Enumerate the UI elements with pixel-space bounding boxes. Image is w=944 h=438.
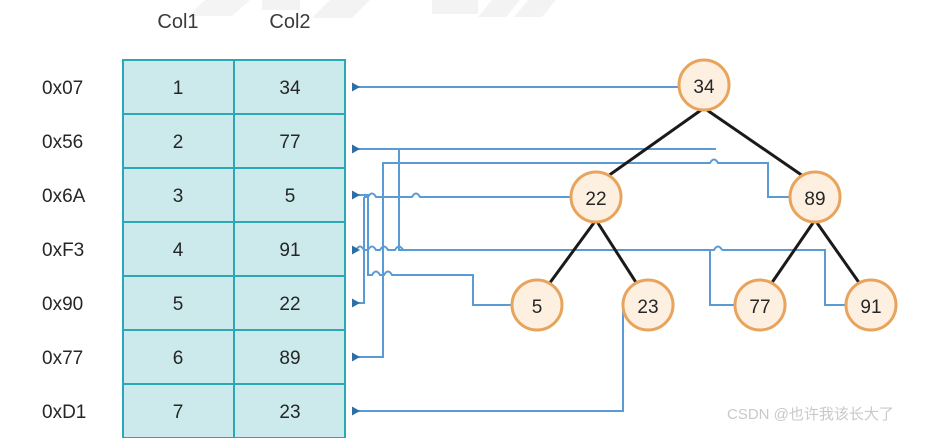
cell-value-col2: 23 [279,402,300,423]
cell-value-col1: 6 [173,348,184,369]
node-label: 23 [637,297,658,318]
cell-value-col1: 2 [173,132,184,153]
tree-edge-22-5 [547,219,598,285]
pointer-line-22-to-row-0x90[interactable] [352,197,365,308]
cell-value-col2: 91 [279,240,300,261]
table-row[interactable]: 0xD1 7 23 [42,383,346,438]
table-row[interactable]: 0x90 5 22 [42,275,346,331]
table-cell-col1[interactable] [122,329,235,385]
node-circle[interactable] [510,278,564,332]
cell-value-col1: 3 [173,186,184,207]
table-cell-col1[interactable] [122,383,235,438]
cell-value-col1: 5 [173,294,184,315]
node-label: 89 [804,189,825,210]
table-cell-col2[interactable] [233,221,346,277]
row-address-label: 0x07 [42,78,83,99]
tree-edge-34-22 [607,106,705,178]
tree-node-23[interactable]: 23 [621,278,675,332]
tree-node-77[interactable]: 77 [733,278,787,332]
cell-value-col2: 77 [279,132,300,153]
table-cell-col2[interactable] [233,383,346,438]
csdn-watermark: CSDN @也许我该长大了 [727,406,894,423]
node-label: 91 [860,297,881,318]
tree-node-22[interactable]: 22 [569,170,623,224]
cell-value-col2: 89 [279,348,300,369]
cell-value-col2: 22 [279,294,300,315]
tree-node-89[interactable]: 89 [788,170,842,224]
pointer-line-91-to-row-0xF3[interactable] [352,245,723,255]
tree-edges [547,106,862,285]
table-row[interactable]: 0x07 1 34 [42,59,346,115]
row-address-label: 0xD1 [42,402,86,423]
table-row[interactable]: 0x6A 3 5 [42,167,346,223]
top-watermark-shapes [188,0,556,18]
cell-value-col1: 1 [173,78,184,99]
row-address-label: 0x77 [42,348,83,369]
node-label: 34 [693,77,715,98]
table-cell-col2[interactable] [233,275,346,331]
row-address-label: 0x6A [42,186,86,207]
node-circle[interactable] [677,58,731,112]
table-cell-col1[interactable] [122,113,235,169]
tree-node-5[interactable]: 5 [510,278,564,332]
table-body: 0x07 1 34 0x56 2 77 0x6A 3 5 [42,59,346,438]
node-circle[interactable] [844,278,898,332]
pointer-line-89-to-row-0x77[interactable] [352,158,719,362]
pointer-line-23-to-row-0xD1[interactable] [352,305,624,416]
tree-node-91[interactable]: 91 [844,278,898,332]
cell-value-col2: 5 [285,186,296,207]
tree-node-34[interactable]: 34 [677,58,731,112]
cell-value-col2: 34 [279,78,301,99]
cell-value-col1: 4 [173,240,184,261]
table-cell-col2[interactable] [233,167,346,223]
row-address-label: 0x56 [42,132,83,153]
tree-nodes: 34 22 89 5 23 77 91 [510,58,898,332]
pointer-line-89-segment-a[interactable] [719,162,790,198]
node-circle[interactable] [569,170,623,224]
row-address-label: 0x90 [42,294,83,315]
index-table: Col1 Col2 0x07 1 34 0x56 2 77 [42,11,346,438]
column-header-col2: Col2 [269,11,310,33]
table-cell-col2[interactable] [233,113,346,169]
tree-edge-22-23 [594,219,639,285]
cell-value-col1: 7 [173,402,184,423]
table-cell-col1[interactable] [122,275,235,331]
table-row[interactable]: 0x56 2 77 [42,113,346,169]
tree-edge-89-77 [769,219,817,285]
pointer-line-91-segment-a[interactable] [722,249,846,306]
node-circle[interactable] [733,278,787,332]
row-address-label: 0xF3 [42,240,84,261]
pointer-lines [352,82,846,416]
tree-edge-34-89 [703,106,804,178]
table-row[interactable]: 0xF3 4 91 [42,221,346,277]
pointer-line-5-to-row-0x6A[interactable] [352,190,512,306]
table-cell-col2[interactable] [233,329,346,385]
table-row[interactable]: 0x77 6 89 [42,329,346,385]
node-label: 77 [749,297,770,318]
node-label: 5 [532,297,543,318]
node-circle[interactable] [788,170,842,224]
tree-edge-89-91 [813,219,862,285]
column-header-col1: Col1 [157,11,198,33]
node-label: 22 [585,189,606,210]
node-circle[interactable] [621,278,675,332]
table-cell-col1[interactable] [122,59,235,115]
pointer-line-22-segment-a[interactable] [364,192,571,198]
